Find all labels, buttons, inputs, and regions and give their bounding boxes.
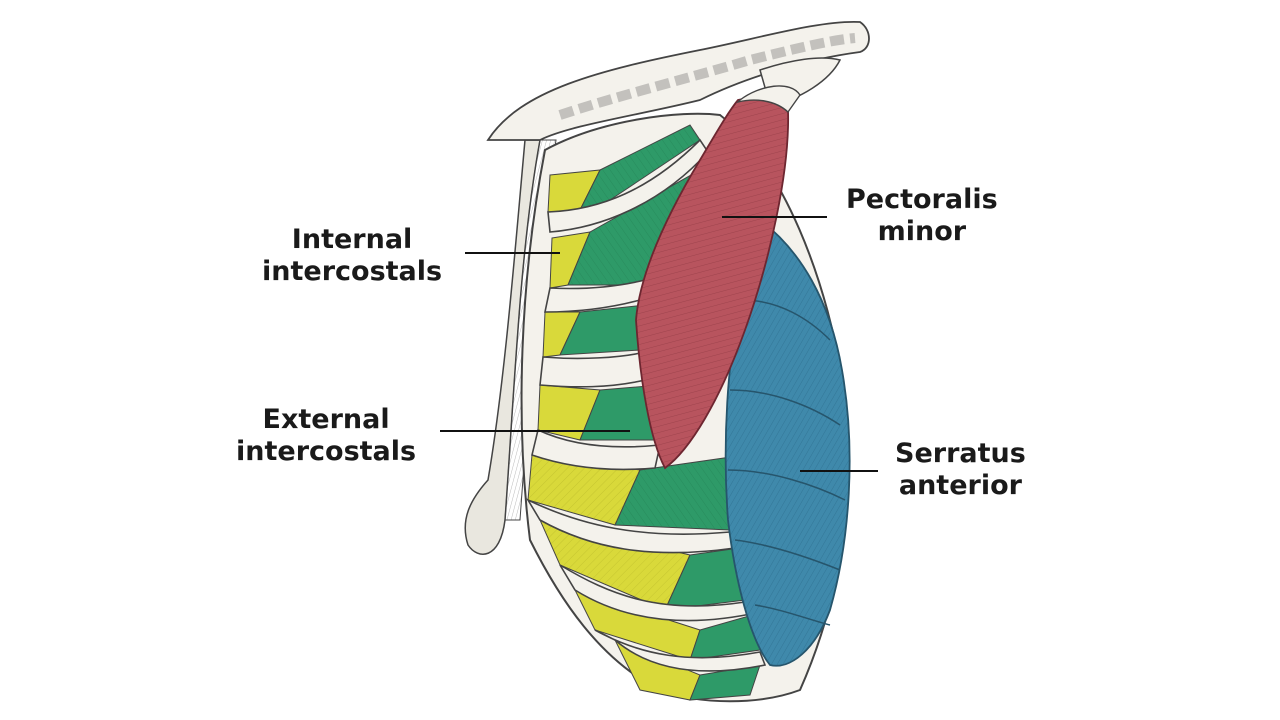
label-internal-intercostals-line1: Internal — [291, 224, 413, 255]
clavicle-texture — [558, 33, 856, 120]
leader-serratus-anterior — [800, 470, 878, 472]
label-serratus-anterior-line1: Serratus — [895, 438, 1026, 469]
label-external-intercostals-line2: intercostals — [236, 436, 417, 467]
ribs — [525, 138, 767, 672]
label-pectoralis-minor-line2: minor — [877, 216, 967, 247]
label-internal-intercostals-line2: intercostals — [262, 256, 443, 287]
label-serratus-anterior: Serratus anterior — [895, 438, 1026, 502]
label-pectoralis-minor: Pectoralis minor — [846, 184, 998, 248]
label-serratus-anterior-line2: anterior — [898, 470, 1022, 501]
leader-external-intercostals — [440, 430, 630, 432]
leader-pectoralis-minor — [722, 216, 827, 218]
label-external-intercostals: External intercostals — [236, 404, 416, 468]
leader-internal-intercostals — [465, 252, 560, 254]
pectoralis-minor-muscle — [635, 85, 801, 470]
clavicle — [486, 20, 870, 141]
serratus-anterior-muscle — [724, 218, 851, 667]
label-pectoralis-minor-line1: Pectoralis — [846, 184, 998, 215]
label-external-intercostals-line1: External — [262, 404, 390, 435]
label-internal-intercostals: Internal intercostals — [262, 224, 442, 288]
